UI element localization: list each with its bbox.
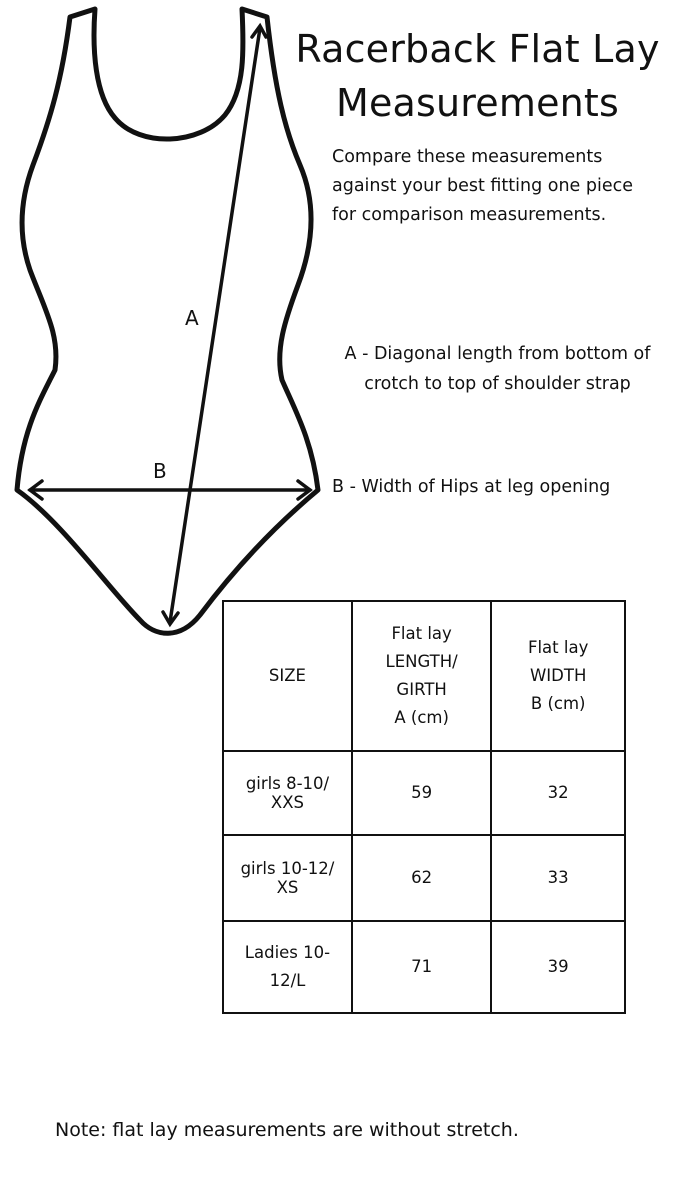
header-width: Flat lay WIDTH B (cm) (490, 600, 626, 752)
cell-size: Ladies 10- 12/L (222, 920, 353, 1014)
table-header-row: SIZE Flat lay LENGTH/ GIRTH A (cm) Flat … (222, 600, 626, 752)
intro-text: Compare these measurements against your … (332, 143, 672, 230)
legend-a: A - Diagonal length from bottom of crotc… (325, 339, 670, 399)
footer-note: Note: flat lay measurements are without … (55, 1119, 519, 1141)
label-a: A (185, 306, 199, 330)
page-title: Racerback Flat Lay Measurements (280, 22, 675, 130)
size-line: girls 8-10/ (245, 774, 330, 793)
table-row: girls 8-10/ XXS 59 32 (222, 750, 626, 836)
cell-width: 32 (490, 750, 626, 836)
header-width-line: Flat lay (527, 638, 589, 657)
title-line-2: Measurements (335, 81, 620, 125)
size-line: XXS (270, 793, 304, 812)
cell-width: 33 (490, 834, 626, 922)
size-line: girls 10-12/ (240, 859, 335, 878)
size-line: 12/L (269, 971, 306, 990)
cell-length: 59 (350, 750, 493, 836)
cell-width: 39 (490, 920, 626, 1014)
table-row: girls 10-12/ XS 62 33 (222, 834, 626, 922)
intro-line-1: Compare these measurements (332, 147, 603, 167)
header-length-line: GIRTH (396, 680, 447, 699)
size-line: XS (276, 878, 299, 897)
title-line-1: Racerback Flat Lay (295, 27, 660, 71)
legend-b: B - Width of Hips at leg opening (332, 477, 611, 497)
table-row: Ladies 10- 12/L 71 39 (222, 920, 626, 1014)
header-length-line: A (cm) (394, 708, 449, 727)
intro-line-2: against your best fitting one piece (332, 176, 634, 196)
cell-length: 62 (350, 834, 493, 922)
header-size: SIZE (222, 600, 353, 752)
legend-a-line-2: crotch to top of shoulder strap (364, 374, 631, 394)
header-width-line: B (cm) (530, 694, 586, 713)
label-b: B (153, 459, 167, 483)
legend-a-line-1: A - Diagonal length from bottom of (344, 344, 651, 364)
swimsuit-outline-icon (14, 6, 321, 636)
header-length-line: Flat lay (391, 624, 452, 643)
intro-line-3: for comparison measurements. (332, 205, 607, 225)
cell-size: girls 8-10/ XXS (222, 750, 353, 836)
header-length-line: LENGTH/ (385, 652, 458, 671)
size-table: SIZE Flat lay LENGTH/ GIRTH A (cm) Flat … (222, 600, 626, 1014)
cell-length: 71 (350, 920, 493, 1014)
arrow-a-icon (161, 22, 268, 628)
cell-size: girls 10-12/ XS (222, 834, 353, 922)
size-line: Ladies 10- (244, 943, 331, 962)
swimsuit-diagram (14, 6, 321, 636)
header-length: Flat lay LENGTH/ GIRTH A (cm) (350, 600, 493, 752)
header-width-line: WIDTH (529, 666, 587, 685)
arrow-b-icon (27, 479, 313, 501)
